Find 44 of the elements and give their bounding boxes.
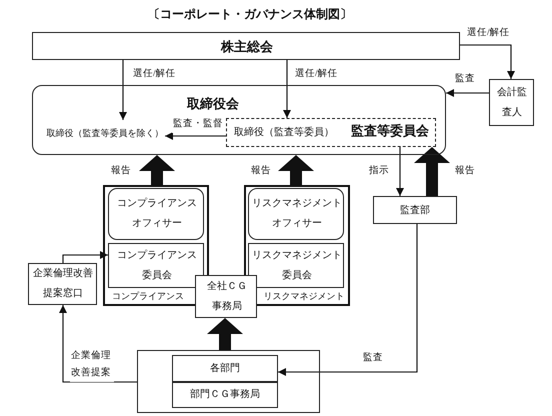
audit-dept-box	[373, 196, 457, 224]
box-title: 株主総会	[220, 38, 274, 56]
box-text: リスクマネジメントオフィサー	[252, 197, 342, 231]
department-frame	[137, 350, 320, 413]
arrow	[283, 60, 291, 118]
arrow	[119, 60, 127, 120]
officer-box	[108, 188, 204, 240]
arrow	[62, 251, 108, 263]
committee-box	[108, 243, 204, 288]
committee-title: 監査等委員会	[350, 122, 430, 140]
arrow	[165, 132, 226, 140]
secretariat-box	[195, 275, 257, 318]
frame-title: コンプライアンス	[111, 290, 185, 303]
department-box	[172, 382, 278, 408]
box-text: コンプライアンスオフィサー	[117, 196, 197, 231]
diagram-title: 〔コーポレート・ガバナンス体制図〕	[147, 6, 353, 23]
box-text: 企業倫理改善提案窓口	[33, 266, 93, 301]
arrow	[460, 44, 515, 79]
arrow	[59, 305, 137, 383]
arrow	[278, 224, 418, 376]
block-arrow	[414, 147, 450, 196]
box-text: 各部門	[209, 362, 241, 376]
box-text: リスクマネジメント委員会	[252, 249, 342, 283]
frame-title: リスクマネジメント	[262, 290, 346, 303]
box-text: 監査部	[399, 204, 431, 218]
block-arrow	[207, 318, 243, 350]
committee-box	[226, 118, 436, 147]
node-text: 取締役（監査等委員を除く）	[46, 127, 164, 140]
officer-box	[248, 188, 344, 240]
department-box	[172, 355, 278, 382]
arrow	[396, 147, 404, 196]
block-arrow	[139, 155, 175, 185]
edge-label: 企業倫理改善提案	[70, 348, 114, 382]
committee-box	[248, 243, 344, 288]
box-title: 取締役会	[186, 95, 240, 113]
box-text: コンプライアンス委員会	[117, 248, 197, 283]
box-text: 会計監査人	[497, 86, 527, 120]
assembly-box	[32, 32, 460, 60]
block-arrow	[278, 155, 314, 185]
box-text: 部門ＣＧ事務局	[189, 388, 261, 402]
member-text: 取締役（監査等委員）	[233, 126, 335, 140]
auditor-box	[489, 79, 534, 126]
arrow	[446, 89, 489, 97]
box-text: 全社ＣＧ事務局	[207, 280, 247, 314]
